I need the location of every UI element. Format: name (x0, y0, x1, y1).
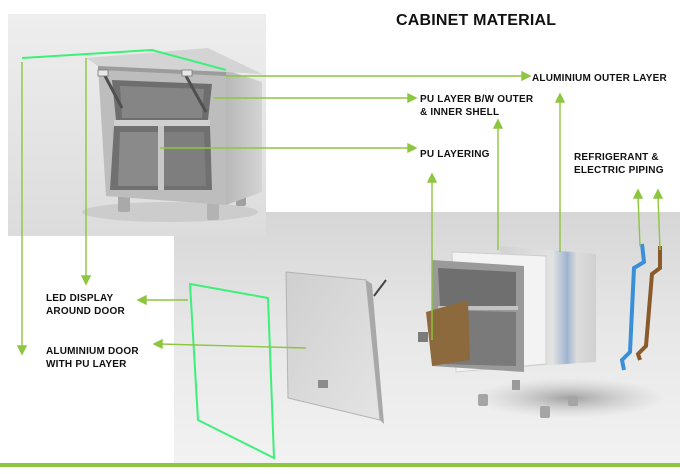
label-refrigerant-electric-piping: REFRIGERANT & ELECTRIC PIPING (574, 152, 664, 176)
label-aluminium-outer-layer: ALUMINIUM OUTER LAYER (532, 73, 667, 84)
leader-lines (16, 58, 664, 356)
diagram-title: CABINET MATERIAL (396, 12, 557, 29)
bottom-accent-bar (0, 463, 680, 467)
led-door-outline (188, 282, 276, 460)
refrigerant-electric-piping (619, 243, 662, 371)
label-pu-layering: PU LAYERING (420, 149, 490, 160)
label-pu-layer-between-shells: PU LAYER B/W OUTER & INNER SHELL (420, 94, 534, 118)
label-led-display: LED DISPLAY AROUND DOOR (46, 293, 125, 317)
aluminium-door-panel (285, 271, 387, 424)
assembled-cabinet (82, 48, 262, 222)
led-outline-assembled (21, 48, 227, 71)
label-aluminium-door: ALUMINIUM DOOR WITH PU LAYER (46, 346, 139, 370)
cabinet-legs (478, 394, 578, 418)
inner-shell (418, 260, 524, 390)
